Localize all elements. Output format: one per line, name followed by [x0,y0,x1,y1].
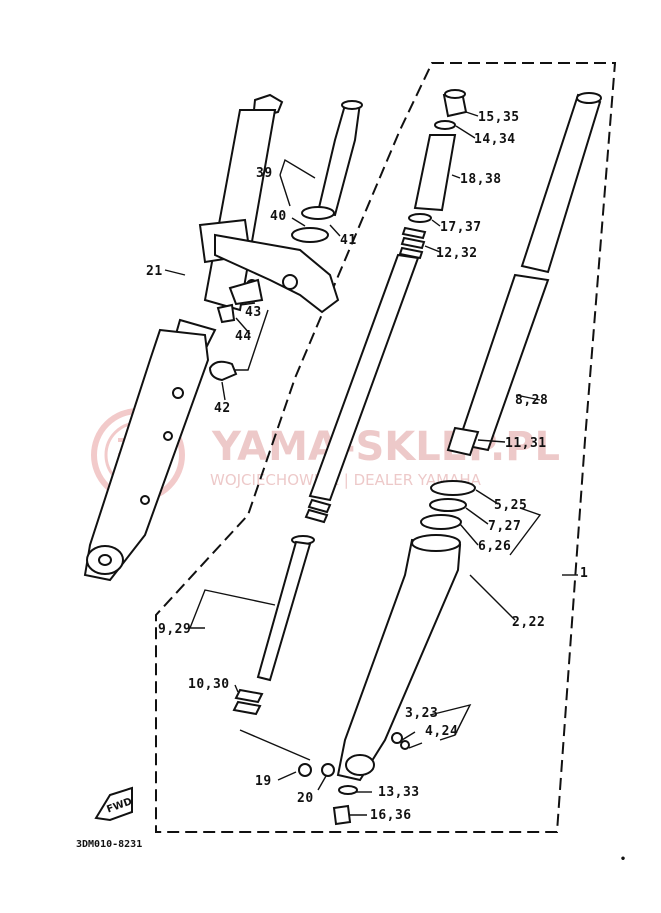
label-18-38: 18,38 [460,172,502,187]
dust-seal [420,514,462,530]
label-9-29: 9,29 [158,622,191,637]
bolt-19 [298,763,312,777]
label-44: 44 [235,329,252,344]
label-21: 21 [146,264,163,279]
leader-lines [164,111,578,816]
label-41: 41 [340,233,357,248]
complete-fork-leg [83,93,284,582]
label-14-34: 14,34 [474,132,516,147]
label-42: 42 [214,401,231,416]
label-5-25: 5,25 [494,498,527,513]
small-bolts [208,303,238,382]
spacer [413,134,457,212]
oil-seal [430,480,476,496]
drawing-code: 3DM010-8231 [76,839,142,850]
label-43: 43 [245,305,262,320]
cap-bolt [442,89,468,118]
washer [408,213,432,223]
label-8-28: 8,28 [515,393,548,408]
label-39: 39 [256,166,273,181]
label-4-24: 4,24 [425,724,458,739]
fork-spring-upper [398,226,427,260]
bleed-screw [391,732,403,744]
label-7-27: 7,27 [488,519,521,534]
gasket [400,740,410,750]
outer-tube [336,534,462,782]
damper-rod [256,535,315,682]
drain-bolt [332,804,352,826]
label-10-30: 10,30 [188,677,230,692]
label-3-23: 3,23 [405,706,438,721]
watermark-subtitle: WOJCIECHOWICZ | DEALER YAMAHA [210,471,482,489]
label-2-22: 2,22 [512,615,545,630]
label-12-32: 12,32 [436,246,478,261]
fwd-arrow-icon: FWD [94,786,134,822]
label-15-35: 15,35 [478,110,520,125]
steering-stem [214,100,363,314]
drain-washer [338,785,358,795]
rebound-spring [232,688,264,716]
label-13-33: 13,33 [378,785,420,800]
label-40: 40 [270,209,287,224]
slide-metal [446,426,480,457]
part-labels: 15,35 14,34 18,38 17,37 12,32 8,28 11,31… [146,110,588,823]
footer-mark: • [620,854,626,865]
label-11-31: 11,31 [505,436,547,451]
spring-coil [304,498,332,524]
inner-tube [456,92,602,452]
retaining-clip [429,498,467,512]
label-20: 20 [297,791,314,806]
label-17-37: 17,37 [440,220,482,235]
label-1: 1 [580,566,588,581]
assembly-boundary [155,62,617,833]
washer-20 [321,763,335,777]
label-19: 19 [255,774,272,789]
label-16-36: 16,36 [370,808,412,823]
fork-spring-long [308,253,420,502]
o-ring [434,120,456,130]
label-6-26: 6,26 [478,539,511,554]
watermark-title: YAMA-SKLEP.PL [211,424,560,470]
